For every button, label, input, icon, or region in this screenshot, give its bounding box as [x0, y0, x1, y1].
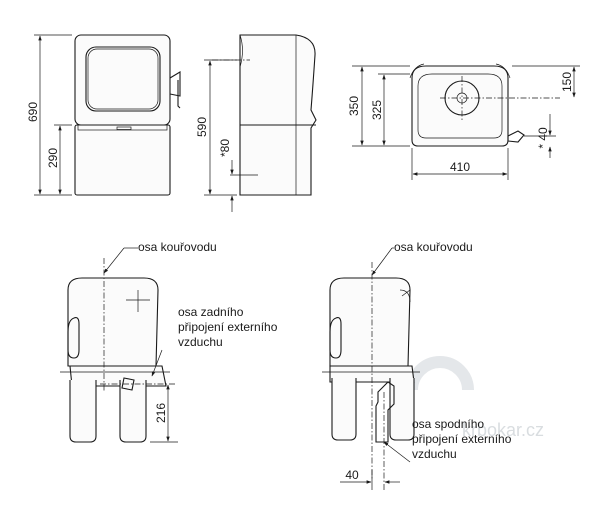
front-glass-window	[85, 46, 161, 112]
rear-upper-body	[67, 277, 159, 367]
front-handle-lever	[177, 80, 181, 109]
dim-label-40: 40	[345, 468, 359, 482]
label-bottom-air-1: osa spodního	[412, 417, 484, 431]
top-outer-outline	[411, 65, 509, 147]
rear-leg-left	[69, 380, 97, 443]
bottom-leg-left	[331, 378, 357, 441]
watermark-logo-icon	[406, 356, 474, 391]
top-handle	[507, 130, 525, 143]
front-drawer-handle	[116, 126, 132, 130]
front-door-handle	[169, 71, 181, 97]
dim-label-590: 590	[195, 117, 209, 137]
rear-air-leader	[151, 349, 163, 377]
dim-label-150: 150	[560, 72, 574, 92]
dim-label-350: 350	[347, 96, 361, 116]
front-ash-drawer	[77, 124, 168, 131]
dim-label-690: 690	[26, 102, 40, 122]
side-view: 590 *80	[195, 34, 317, 212]
label-rear-air-2: připojení externího	[178, 320, 278, 334]
label-bottom-air-2: připojení externího	[412, 432, 512, 446]
front-lower-body	[74, 124, 171, 196]
label-flue-axis-right: osa kouřovodu	[394, 240, 473, 254]
dim-label-80: *80	[218, 139, 232, 157]
top-view: 350 325 410 150 * 40	[347, 63, 580, 180]
dim-label-410: 410	[450, 160, 470, 174]
rear-leg-right	[119, 380, 147, 443]
bottom-handle-left	[329, 317, 342, 359]
front-glass-inner	[87, 48, 159, 110]
top-corner-curves	[409, 63, 511, 79]
rear-flue-leader	[103, 247, 125, 274]
dim-label-216: 216	[154, 403, 168, 423]
bottom-back-curve	[401, 289, 411, 297]
rear-handle-left	[67, 317, 80, 359]
front-view: 690 290	[26, 34, 181, 196]
label-rear-air-1: osa zadního	[178, 305, 244, 319]
bottom-connection-view: osa kouřovodu osa spodního připojení ext…	[322, 240, 512, 492]
dim-label-40-star: * 40	[536, 127, 550, 149]
label-rear-air-3: vzduchu	[178, 335, 223, 349]
label-flue-axis-left: osa kouřovodu	[138, 240, 217, 254]
bottom-leg-right	[389, 378, 415, 441]
bottom-upper-body	[329, 277, 411, 367]
bottom-air-duct	[375, 381, 395, 443]
rear-air-connector	[121, 377, 135, 391]
rear-connection-view: osa kouřovodu osa zadního připojení exte…	[60, 240, 278, 443]
dim-label-325: 325	[370, 100, 384, 120]
bottom-air-leader	[383, 441, 411, 463]
top-inner-outline	[417, 73, 503, 139]
bottom-flue-leader	[371, 247, 393, 276]
side-door-curve	[239, 34, 243, 68]
label-bottom-air-3: vzduchu	[412, 447, 457, 461]
side-body-outline	[239, 34, 317, 196]
watermark-text: krbokar.cz	[462, 420, 544, 440]
dim-label-290: 290	[46, 148, 60, 168]
